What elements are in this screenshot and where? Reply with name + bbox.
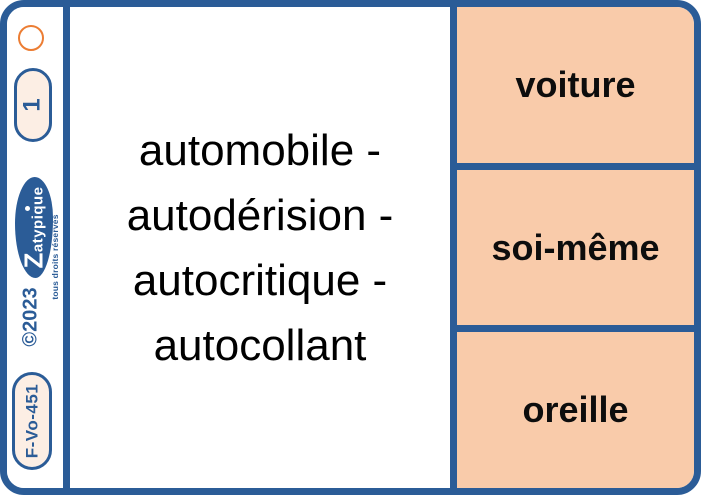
copyright-label: ©2023 — [19, 287, 42, 347]
answer-column: voiture soi-même oreille — [450, 7, 694, 488]
answer-label: oreille — [522, 389, 629, 431]
answer-option-voiture[interactable]: voiture — [457, 7, 694, 163]
answer-option-soi-meme[interactable]: soi-même — [457, 169, 694, 326]
rights-reserved-label: tous droits réservés — [50, 214, 60, 300]
card-sidebar: 1 Zatypique tous droits réservés ©2023 F… — [7, 7, 63, 488]
question-area: automobile - autodérision - autocritique… — [70, 7, 450, 488]
question-line-4: autocollant — [153, 320, 367, 370]
zatypique-logo: Zatypique — [15, 177, 53, 278]
answer-divider — [457, 325, 694, 333]
card-number-badge: 1 — [14, 68, 52, 142]
card-number-label: 1 — [18, 98, 46, 112]
question-line-3: autocritique - — [132, 255, 388, 305]
zatypique-logo-text: Zatypique — [18, 186, 49, 269]
question-text: automobile - autodérision - autocritique… — [127, 118, 394, 378]
answer-label: soi-même — [491, 226, 660, 268]
answer-option-oreille[interactable]: oreille — [457, 332, 694, 488]
card-code-badge: F-Vo-451 — [12, 372, 52, 470]
card-code-label: F-Vo-451 — [22, 383, 42, 459]
answer-label: voiture — [515, 63, 636, 105]
logo-dot-icon — [25, 206, 30, 211]
question-line-1: automobile - — [138, 125, 382, 175]
punch-hole-circle-icon — [18, 25, 44, 51]
answer-divider — [457, 162, 694, 170]
question-line-2: autodérision - — [126, 190, 394, 240]
sidebar-divider — [63, 7, 70, 488]
